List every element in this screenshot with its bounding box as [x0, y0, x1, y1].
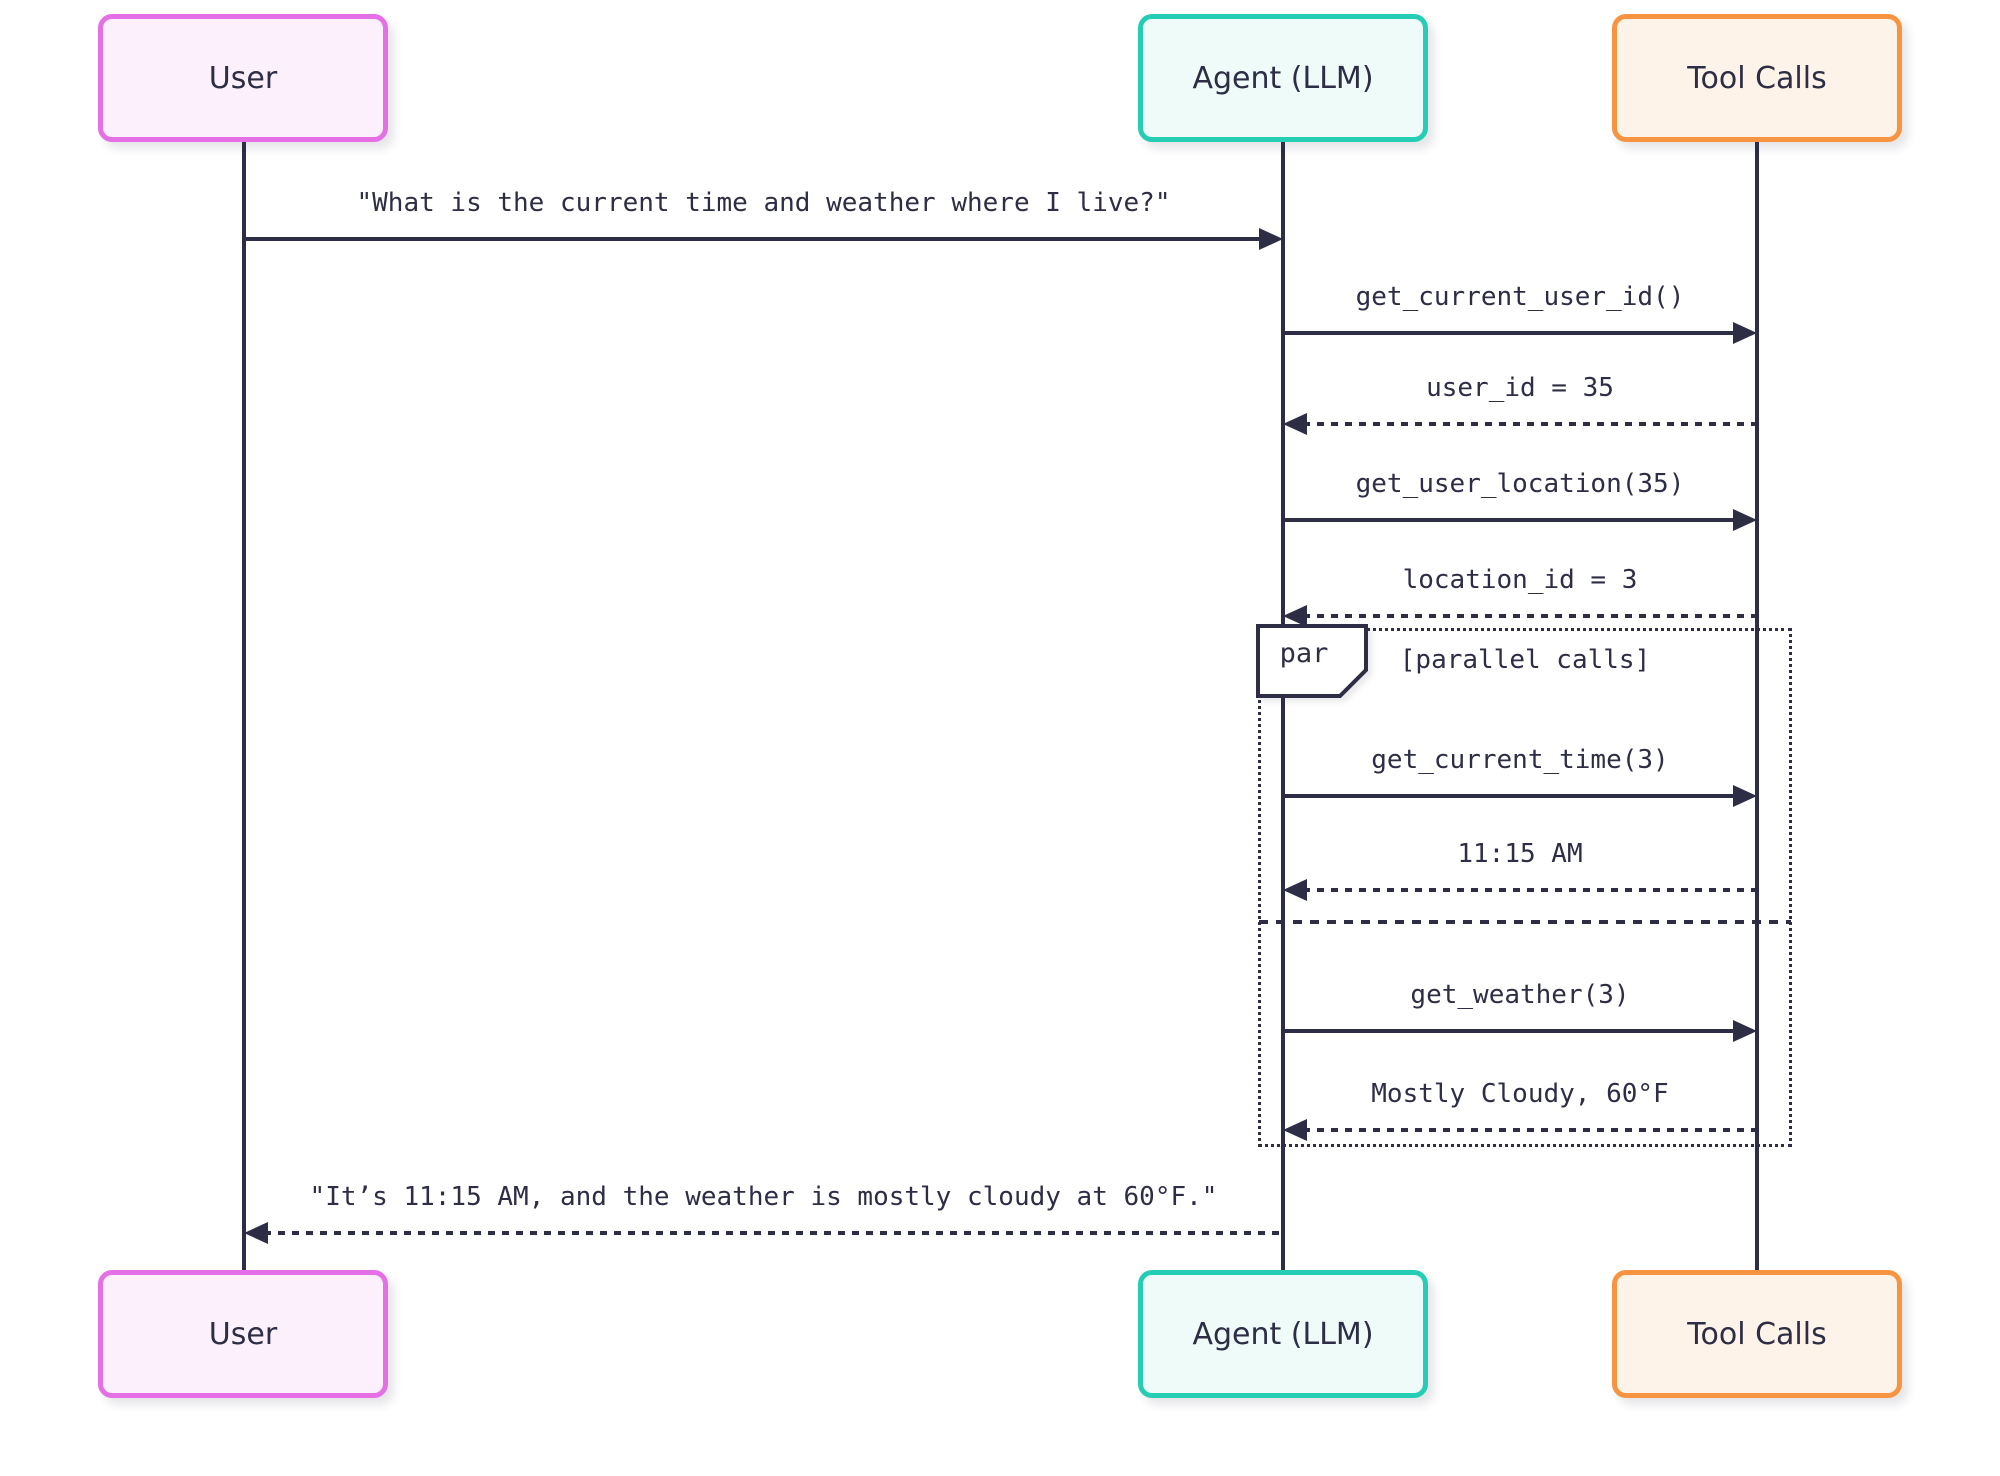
arrowhead-icon	[1259, 228, 1283, 250]
message-arrow	[264, 1231, 1283, 1235]
message-label: location_id = 3	[1402, 565, 1638, 595]
lifeline-tool	[1755, 141, 1759, 1271]
participant-label: Agent (LLM)	[1192, 60, 1374, 96]
participant-label: User	[208, 1316, 278, 1352]
message-arrow	[1303, 614, 1757, 618]
par-label-shape	[1256, 624, 1368, 698]
message-arrow	[1303, 422, 1757, 426]
lifeline-user	[242, 141, 246, 1271]
arrowhead-icon	[1283, 879, 1307, 901]
arrowhead-icon	[1733, 322, 1757, 344]
message-arrow	[1283, 518, 1737, 522]
message-label: get_current_time(3)	[1371, 745, 1669, 775]
arrowhead-icon	[1283, 413, 1307, 435]
participant-agent-top: Agent (LLM)	[1138, 14, 1428, 142]
message-arrow	[1283, 331, 1737, 335]
participant-tool-bottom: Tool Calls	[1612, 1270, 1902, 1398]
message-arrow	[244, 237, 1263, 241]
participant-tool-top: Tool Calls	[1612, 14, 1902, 142]
par-label: par	[1256, 624, 1368, 698]
par-condition: [parallel calls]	[1399, 645, 1651, 675]
par-keyword: par	[1279, 638, 1329, 669]
message-arrow	[1283, 1029, 1737, 1033]
message-label: 11:15 AM	[1457, 839, 1583, 869]
arrowhead-icon	[1283, 1119, 1307, 1141]
message-arrow	[1283, 794, 1737, 798]
message-label: "It’s 11:15 AM, and the weather is mostl…	[309, 1182, 1218, 1212]
message-label: get_user_location(35)	[1355, 469, 1685, 499]
message-label: user_id = 35	[1426, 373, 1614, 403]
arrowhead-icon	[1733, 1020, 1757, 1042]
participant-label: Tool Calls	[1687, 60, 1827, 96]
lifeline-agent	[1281, 141, 1285, 1271]
participant-user-bottom: User	[98, 1270, 388, 1398]
arrowhead-icon	[1283, 605, 1307, 627]
participant-agent-bottom: Agent (LLM)	[1138, 1270, 1428, 1398]
arrowhead-icon	[1733, 785, 1757, 807]
participant-label: Agent (LLM)	[1192, 1316, 1374, 1352]
participant-label: User	[208, 60, 278, 96]
message-label: get_weather(3)	[1410, 980, 1630, 1010]
participant-label: Tool Calls	[1687, 1316, 1827, 1352]
par-divider	[1259, 920, 1791, 924]
message-label: "What is the current time and weather wh…	[356, 188, 1171, 218]
message-label: get_current_user_id()	[1355, 282, 1685, 312]
message-arrow	[1303, 1128, 1757, 1132]
message-arrow	[1303, 888, 1757, 892]
participant-user-top: User	[98, 14, 388, 142]
arrowhead-icon	[1733, 509, 1757, 531]
par-block	[1258, 628, 1792, 1147]
message-label: Mostly Cloudy, 60°F	[1371, 1079, 1669, 1109]
arrowhead-icon	[244, 1222, 268, 1244]
